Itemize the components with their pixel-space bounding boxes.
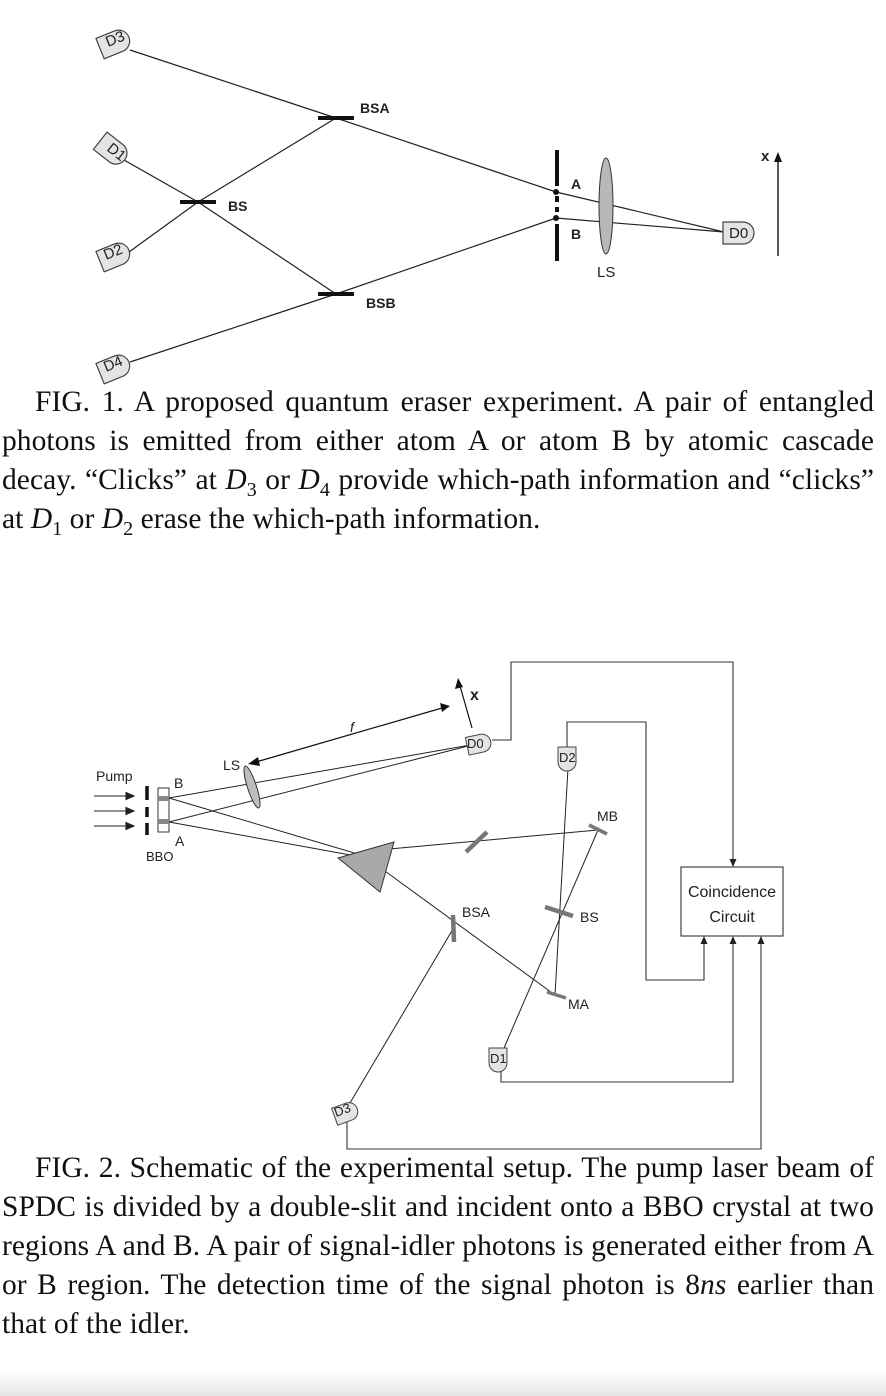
label-mb: MB (597, 808, 618, 824)
label-x: x (470, 687, 479, 704)
focal-arrow-right-icon (440, 703, 450, 712)
path-d3-bsa (129, 49, 337, 119)
path-a-d0 (555, 191, 725, 233)
label-bsa-2: BSA (462, 904, 491, 920)
detector-d0-icon-2 (464, 733, 492, 756)
path-bsa-slit-a (335, 117, 557, 193)
path-d1-bs (123, 159, 199, 203)
detector-d0-icon (722, 221, 755, 245)
path-d2-bs (128, 201, 199, 253)
label-pump: Pump (96, 768, 133, 784)
label-bsb: BSB (366, 295, 396, 311)
label-bs-2: BS (580, 909, 599, 925)
path-b-d0 (555, 217, 725, 233)
figure-1-caption: FIG. 1. A proposed quantum eraser experi… (2, 386, 875, 540)
label-d1-2: D1 (490, 1051, 507, 1066)
bottom-fade (0, 1372, 886, 1396)
x-axis-line-2 (459, 685, 473, 729)
figure-2-caption: FIG. 2. Schematic of the experimental se… (2, 1152, 874, 1340)
prism-icon (336, 841, 395, 893)
beam-a-d0 (168, 743, 477, 823)
mirror-mb-icon (588, 823, 608, 836)
beam-bsa-d3 (346, 928, 454, 1109)
detector-d4-icon (95, 354, 131, 385)
label-d2-2: D2 (559, 750, 576, 765)
coincidence-circuit-box (680, 866, 784, 937)
path-bs-bsb (197, 201, 337, 295)
coincidence-circuit-line1: Coincidence (688, 884, 776, 901)
label-ma: MA (568, 996, 590, 1012)
detector-d2-icon-2 (557, 746, 577, 772)
lens-ls-icon-2 (243, 765, 261, 809)
label-bsa: BSA (360, 100, 390, 116)
beam-prism-ma (377, 865, 556, 996)
bbo-region-b (158, 796, 169, 801)
label-slit-b: B (571, 226, 581, 242)
label-bs: BS (228, 198, 247, 214)
arrow-to-circuit-3-icon (757, 936, 765, 944)
beam-splitter-bsa-2 (450, 914, 457, 943)
beam-ma-d2 (554, 767, 569, 996)
beam-prism-mb (377, 829, 599, 851)
focal-arrow-left-icon (248, 757, 260, 766)
label-d3: D3 (103, 28, 127, 51)
beam-b-d0 (168, 743, 477, 799)
arrow-to-circuit-top-icon (729, 859, 737, 867)
label-slit-a: A (571, 176, 581, 192)
x-axis-arrow-icon (774, 152, 782, 162)
bbo-region-a (158, 819, 169, 824)
label-d0-2: D0 (467, 736, 484, 751)
detector-d3-icon (95, 29, 131, 60)
arrow-to-circuit-2-icon (729, 936, 737, 944)
optical-element-icon (464, 830, 489, 854)
beam-a-prism (168, 821, 379, 861)
label-region-a: A (175, 833, 185, 849)
pump-arrows (94, 791, 136, 831)
label-f: f (350, 719, 356, 735)
figure-2-diagram: Coincidence Circuit Pump B A BBO LS f x … (94, 661, 784, 1150)
coincidence-circuit-line2: Circuit (709, 909, 755, 926)
detector-d3-icon-2 (330, 1102, 359, 1126)
detector-d1-icon (92, 131, 128, 165)
label-d3-2: D3 (332, 1100, 353, 1120)
detector-d1-icon-2 (488, 1047, 508, 1073)
label-ls: LS (223, 757, 240, 773)
label-bbo: BBO (146, 849, 173, 864)
bbo-crystal (157, 787, 170, 833)
lens-ls-icon (598, 157, 614, 255)
detector-d2-icon (95, 242, 131, 273)
label-d2: D2 (101, 241, 125, 264)
beam-mb-d1 (500, 829, 599, 1056)
path-d4-bsb (129, 293, 337, 363)
figure-1-diagram: D3 D1 D2 D4 D0 BSA BSB BS A B x LS (92, 28, 782, 385)
focal-length-line (255, 707, 443, 763)
label-region-b: B (174, 775, 183, 791)
arrow-to-circuit-1-icon (700, 936, 708, 944)
label-d4: D4 (101, 353, 125, 376)
x-axis-arrow-icon-2 (455, 678, 463, 689)
atom-a-icon (553, 189, 559, 195)
label-lens: LS (597, 264, 615, 281)
mirror-ma-icon (546, 990, 567, 1000)
beam-splitter-bs-2 (544, 904, 574, 919)
atom-b-icon (553, 215, 559, 221)
beam-b-prism (168, 797, 379, 861)
label-axis-x: x (761, 148, 770, 165)
path-bsb-slit-b (335, 217, 557, 295)
label-d0: D0 (729, 225, 748, 242)
wiring (346, 661, 762, 1150)
path-bs-bsa (197, 117, 337, 203)
